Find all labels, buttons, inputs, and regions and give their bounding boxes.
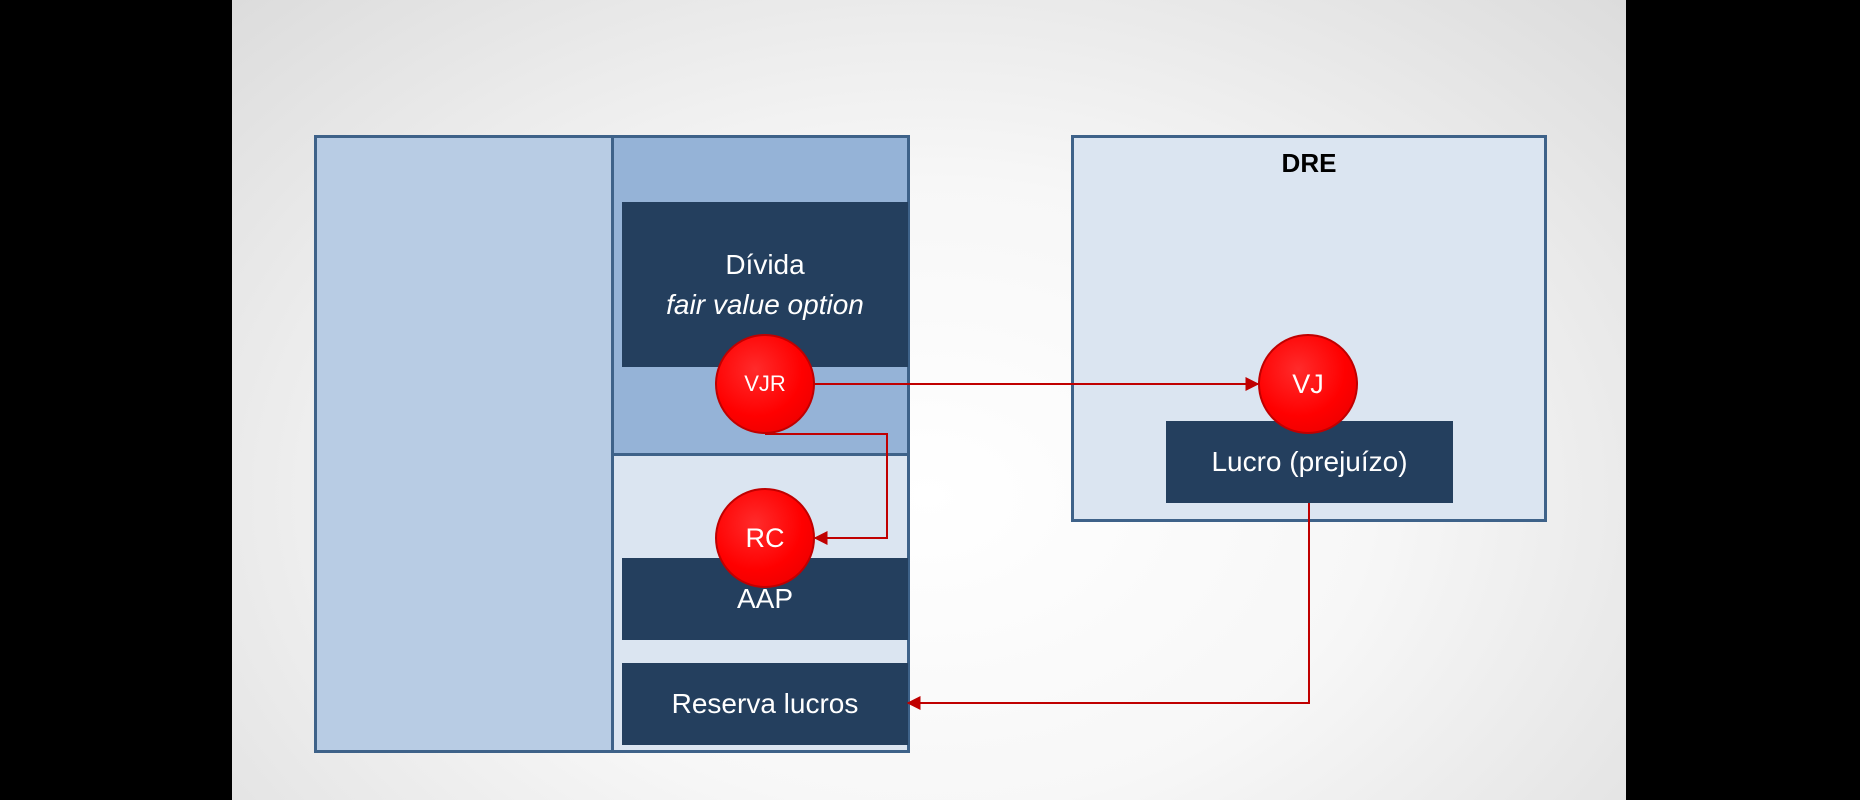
vjr-label: VJR <box>744 371 786 396</box>
rc-label: RC <box>745 522 785 553</box>
slide: DRE Dívida fair value option AAP Reserva… <box>232 0 1626 800</box>
vj-label: VJ <box>1292 368 1324 399</box>
rc-marker: RC <box>715 488 815 588</box>
reserva-lucros-label: Reserva lucros <box>671 688 859 719</box>
arrow-lucro-to-reserva <box>906 503 1310 710</box>
fair-value-option-label: fair value option <box>666 288 864 320</box>
lucro-prejuizo-box: Lucro (prejuízo) <box>1166 421 1453 503</box>
vj-marker: VJ <box>1258 334 1358 434</box>
balance-sheet-assets <box>314 135 614 753</box>
aap-label: AAP <box>736 583 794 614</box>
lucro-prejuizo-label: Lucro (prejuízo) <box>1211 446 1408 477</box>
dre-title: DRE <box>1281 148 1337 178</box>
reserva-lucros-box: Reserva lucros <box>622 663 908 745</box>
vjr-marker: VJR <box>715 334 815 434</box>
divida-label: Dívida <box>725 248 805 280</box>
